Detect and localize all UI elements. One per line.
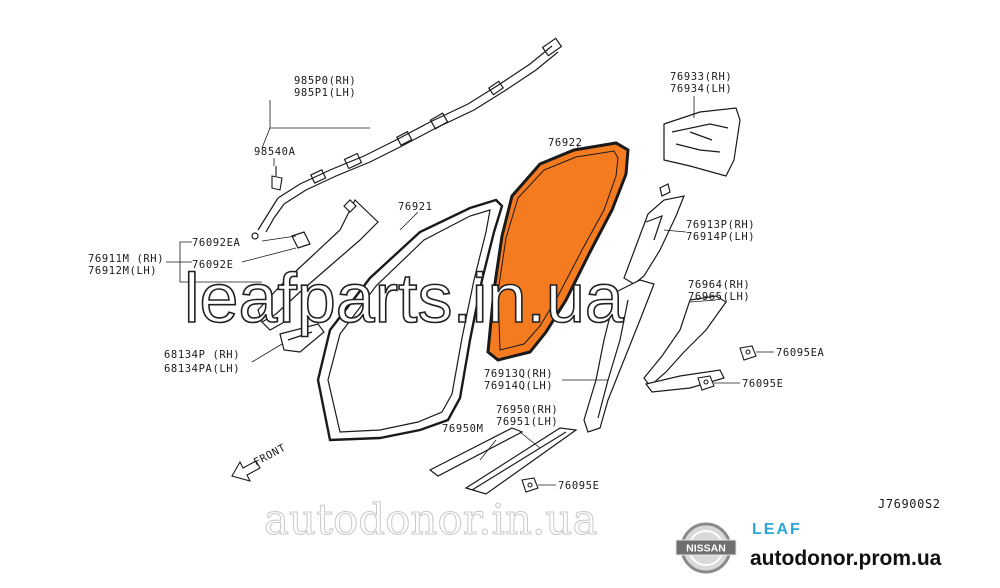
nissan-logo-text: NISSAN — [686, 543, 726, 555]
part-label: 76095E — [558, 480, 600, 492]
diagram-code: J76900S2 — [878, 497, 941, 511]
clip-76095e-right-icon — [697, 375, 715, 391]
part-label: 76933(RH) — [670, 71, 732, 83]
part-label: 76095EA — [776, 347, 825, 359]
roof-airbag-part — [251, 37, 563, 240]
front-direction-arrow-icon — [231, 460, 261, 482]
rear-door-weatherstrip-part — [486, 141, 630, 362]
front-label: FRONT — [252, 442, 288, 469]
part-label: 68134P (RH) — [164, 349, 240, 361]
a-pillar-trim-part — [257, 199, 379, 331]
part-label: 76092EA — [192, 237, 241, 249]
model-label: LEAF — [752, 521, 802, 538]
part-label: 98540A — [254, 146, 296, 158]
clip-98540a-icon — [271, 166, 283, 191]
front-door-weatherstrip-part — [316, 198, 504, 442]
part-label: 76914Q(LH) — [484, 380, 553, 392]
scuff-plate-part — [428, 427, 578, 495]
part-label: 76950M — [442, 423, 484, 435]
part-label: 76922 — [548, 137, 583, 149]
part-label: 985P0(RH) — [294, 75, 356, 87]
leader-lines — [166, 96, 774, 486]
clip-76095ea-icon — [739, 345, 757, 361]
part-label: 68134PA(LH) — [164, 363, 240, 375]
part-label: 985P1(LH) — [294, 87, 356, 99]
part-label: 76965(LH) — [688, 291, 750, 303]
part-labels: 985P0(RH) 985P1(LH) 98540A 76092EA 76911… — [88, 71, 825, 492]
site-label: autodonor.prom.ua — [750, 547, 942, 570]
part-label: 76092E — [192, 259, 234, 271]
part-label: 76911M (RH) — [88, 253, 164, 265]
part-label: 76921 — [398, 201, 433, 213]
b-pillar-upper-trim-part — [623, 183, 685, 285]
part-label: 76913Q(RH) — [484, 368, 553, 380]
watermark-main: leafparts.in.ua — [184, 259, 624, 337]
clip-76095e-bottom-icon — [521, 477, 539, 493]
part-label: 76912M(LH) — [88, 265, 157, 277]
part-label: 76095E — [742, 378, 784, 390]
part-label: 76914P(LH) — [686, 231, 755, 243]
part-label: 76964(RH) — [688, 279, 750, 291]
part-label: 76950(RH) — [496, 404, 558, 416]
nissan-logo-icon: NISSAN — [675, 522, 737, 574]
rear-pillar-upper-trim-part — [663, 107, 741, 177]
part-label: 76934(LH) — [670, 83, 732, 95]
b-pillar-lower-trim-part — [583, 279, 655, 433]
rear-pillar-lower-trim-part — [643, 295, 727, 393]
kick-cover-part — [279, 323, 325, 353]
part-label: 76913P(RH) — [686, 219, 755, 231]
part-label: 76951(LH) — [496, 416, 558, 428]
watermark-footer: autodonor.in.ua — [264, 495, 598, 544]
